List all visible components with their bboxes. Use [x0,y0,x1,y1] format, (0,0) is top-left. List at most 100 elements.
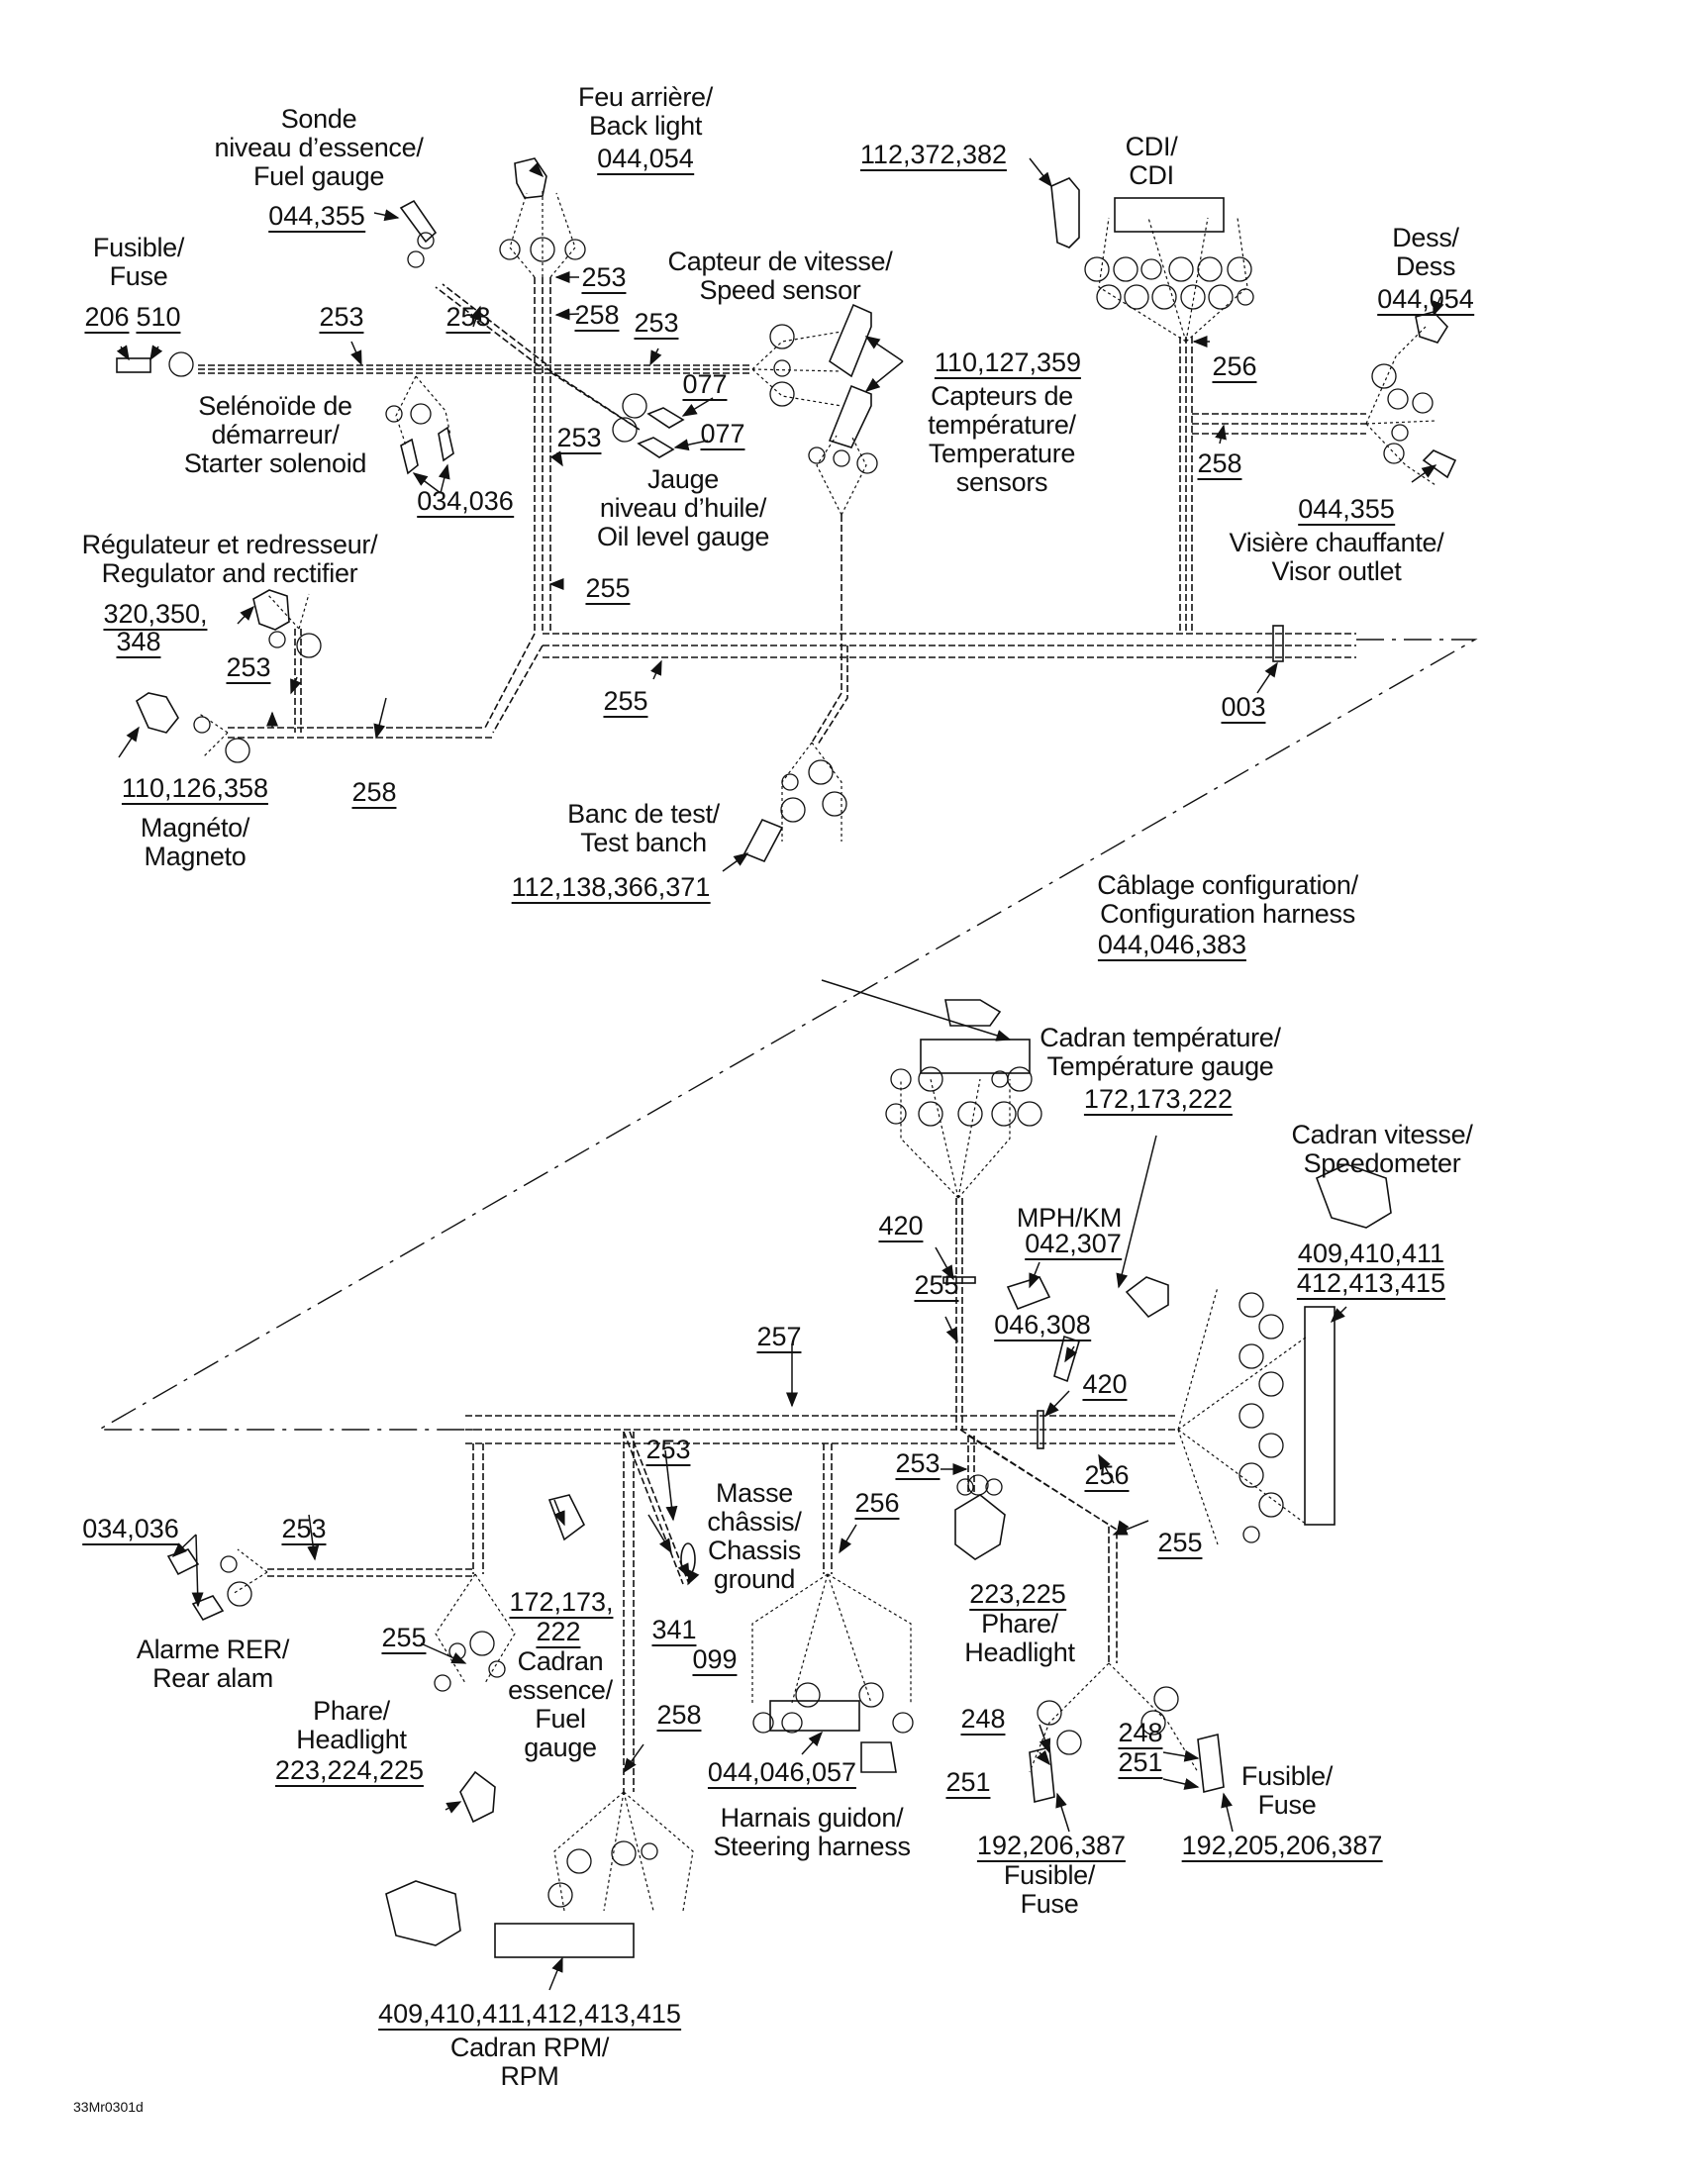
wire-ref-255: 255 [381,1623,427,1654]
ref-switch-046: 046,308 [994,1310,1091,1341]
headlight-right-label-fr: Phare/ [981,1609,1058,1638]
chassis-ground-label-line1: Masse [715,1478,794,1508]
speed-sensor-label-fr: Capteur de vitesse/ [667,247,893,276]
dess-label-en: Dess [1395,251,1456,281]
config-harness-block [920,1039,1031,1074]
rear-alarm-label-en: Rear alam [152,1663,273,1693]
wire-ref-256: 256 [854,1488,900,1520]
back-light-label-en: Back light [588,111,703,141]
headlight-left-label-en: Headlight [296,1725,407,1754]
mph-km-label-text: MPH/KM [1016,1203,1123,1233]
cdi-label-en: CDI [1129,160,1174,190]
cdi-module [1050,177,1080,248]
upper-connector-circles [168,232,1434,823]
ref-temp-gauge: 172,173,222 [1083,1084,1234,1116]
speedometer-label-en: Speedometer [1303,1148,1461,1178]
ref-fuse-right-248: 248 [1118,1718,1163,1749]
wire-ref-253: 253 [446,302,491,334]
fuse-box-top [116,357,151,373]
config-harness-label: Câblage configuration/ Configuration har… [1097,871,1358,929]
wire-ref-420: 420 [1082,1369,1128,1401]
wire-ref-255: 255 [585,573,631,605]
fuse-left-label: Fusible/ Fuse [1004,1861,1095,1919]
fuel-sender-label-line2: niveau d’essence/ [214,133,424,162]
test-bench-connector [742,818,784,863]
rpm-dial-label: Cadran RPM/ RPM [450,2034,610,2091]
steering-harness-block [769,1700,860,1732]
starter-solenoid-label-line3: Starter solenoid [183,448,367,478]
steering-harness-label-fr: Harnais guidon/ [720,1803,904,1833]
rear-alarm-label-fr: Alarme RER/ [136,1635,290,1664]
fuel-sender-connector [399,199,438,244]
fuse-left-label-fr: Fusible/ [1003,1860,1096,1890]
fuel-dial-label-line3: Fuel [535,1704,586,1734]
rear-alarm-b [191,1595,225,1622]
temp-gauge-label: Cadran température/ Température gauge [1040,1023,1281,1081]
regulator-label-fr: Régulateur et redresseur/ [81,530,378,559]
config-harness-plug [944,999,1002,1027]
wire-ref-253: 253 [645,1435,691,1466]
wire-ref-253: 253 [226,652,271,684]
cdi-label-fr: CDI/ [1125,132,1178,161]
ref-headlight-left: 223,224,225 [274,1755,425,1787]
rpm-terminal-strip [494,1923,635,1958]
ref-fuse-510: 510 [136,302,181,334]
visor-outlet-label: Visière chauffante/ Visor outlet [1230,529,1444,586]
rear-alarm-label: Alarme RER/ Rear alam [136,1635,290,1693]
oil-gauge-a [646,407,685,429]
ref-fuse-left-251: 251 [945,1767,991,1799]
chassis-ground-label: Masse châssis/ Chassis ground [707,1479,801,1594]
speedometer-label: Cadran vitesse/ Speedometer [1291,1121,1472,1178]
starter-solenoid-a [400,438,419,475]
ref-config-harness: 044,046,383 [1097,930,1247,961]
oil-gauge-label-line2: niveau d’huile/ [599,493,767,523]
wire-ref-253: 253 [556,423,602,454]
ref-fuse-right: 192,205,206,387 [1181,1831,1383,1862]
fuel-dial-connector [547,1494,586,1541]
ref-fuse-right-251: 251 [1118,1747,1163,1779]
dess-label-fr: Dess/ [1392,223,1459,252]
regulator-connector [252,589,290,631]
ref-test-bench: 112,138,366,371 [511,872,711,904]
wire-ref-255: 255 [603,686,648,718]
speed-sensor-label: Capteur de vitesse/ Speed sensor [668,248,893,305]
ref-fuel-dial-2: 222 [536,1617,581,1648]
wire-ref-253: 253 [281,1514,327,1545]
headlight-left-label-fr: Phare/ [313,1696,390,1726]
lower-wire-fans [232,1078,1308,1912]
fuse-top-label-en: Fuse [109,261,168,291]
magneto-label: Magnéto/ Magneto [141,814,249,871]
speedometer-body [1315,1163,1392,1229]
wire-ref-256: 256 [1084,1460,1130,1492]
temp-sensors-label-line2: température/ [928,410,1076,440]
wire-ref-255: 255 [914,1270,959,1302]
ref-headlight-right: 223,225 [969,1579,1066,1611]
visor-outlet-connector [1422,449,1457,479]
upper-component-shapes [116,157,1457,863]
ref-back-light: 044,054 [597,144,694,175]
ref-regulator-1: 320,350, [103,599,208,631]
temp-sensors-label-line4: sensors [955,467,1048,497]
test-bench-label: Banc de test/ Test banch [567,800,720,857]
oil-gauge-label-line3: Oil level gauge [596,522,770,551]
config-harness-label-fr: Câblage configuration/ [1097,870,1358,900]
fuel-dial-label-line1: Cadran [517,1646,604,1676]
ref-oil-gauge-1: 077 [682,369,728,401]
oil-gauge-b [637,437,675,458]
ref-fuel-sender: 044,355 [268,201,365,233]
headlight-right-connector [954,1494,1006,1560]
regulator-label-en: Regulator and rectifier [101,558,358,588]
temp-gauge-label-fr: Cadran température/ [1040,1023,1281,1052]
wire-ref-003: 003 [1221,692,1266,724]
fuel-sender-label-line1: Sonde [280,104,357,134]
fuse-left-label-en: Fuse [1020,1889,1079,1919]
back-light-label-fr: Feu arrière/ [578,82,713,112]
ref-rpm-dial: 409,410,411,412,413,415 [378,1999,681,2031]
lower-harness-wires [267,1198,1178,1792]
ref-fuse-206: 206 [84,302,130,334]
cdi-label: CDI/ CDI [1126,133,1178,190]
fuse-right-holder [1197,1734,1225,1793]
ref-chassis-341: 341 [651,1615,697,1646]
ref-starter-solenoid: 034,036 [417,486,514,518]
ref-temp-sensors: 110,127,359 [934,347,1082,379]
